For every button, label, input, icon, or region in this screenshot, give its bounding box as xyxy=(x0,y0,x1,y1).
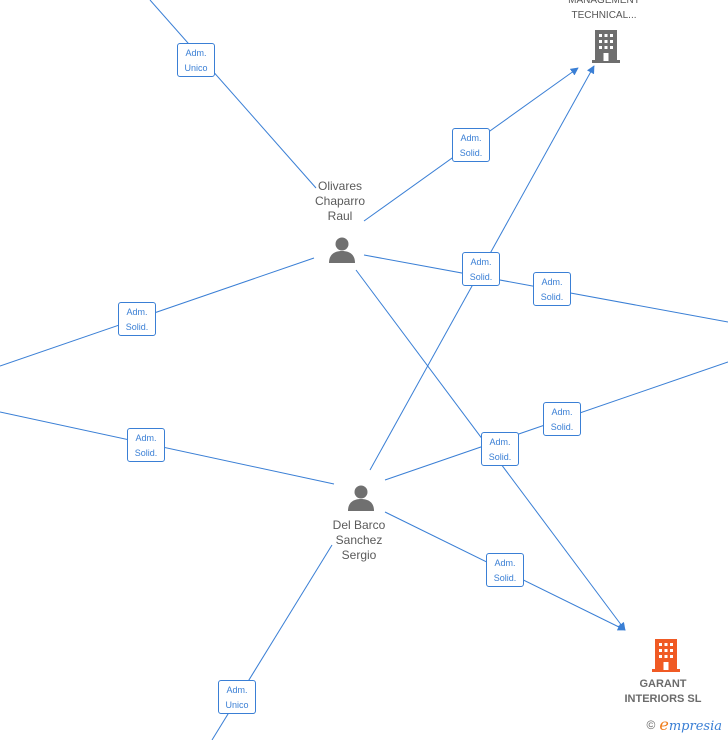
role-badge[interactable]: Adm.Solid. xyxy=(452,128,490,162)
company-label-garant[interactable]: GARANT INTERIORS SL xyxy=(624,678,702,705)
role-badge[interactable]: Adm.Solid. xyxy=(533,272,571,306)
role-badge[interactable]: Adm.Solid. xyxy=(481,432,519,466)
role-badge[interactable]: Adm.Unico xyxy=(218,680,256,714)
building-icon[interactable] xyxy=(650,637,682,673)
empresia-logo[interactable]: empresia xyxy=(659,715,722,734)
role-badge[interactable]: Adm.Solid. xyxy=(543,402,581,436)
company-label-management[interactable]: MANAGEMENT TECHNICAL... xyxy=(568,0,640,21)
copyright-icon: © xyxy=(646,717,656,732)
edge-left-delbarco xyxy=(0,411,335,485)
role-badge[interactable]: Adm.Unico xyxy=(177,43,215,77)
person-icon[interactable] xyxy=(327,234,357,264)
role-badge[interactable]: Adm.Solid. xyxy=(486,553,524,587)
role-badge[interactable]: Adm.Solid. xyxy=(118,302,156,336)
copyright-footer: © empresia xyxy=(647,715,722,734)
role-badge[interactable]: Adm.Solid. xyxy=(127,428,165,462)
edge-offscreen-olivares xyxy=(149,0,317,189)
building-icon[interactable] xyxy=(590,28,622,64)
role-badge[interactable]: Adm.Solid. xyxy=(462,252,500,286)
person-icon[interactable] xyxy=(346,482,376,512)
person-label-olivares[interactable]: Olivares Chaparro Raul xyxy=(314,179,366,223)
person-label-delbarco[interactable]: Del Barco Sanchez Sergio xyxy=(332,518,386,562)
edge-olivares-left xyxy=(0,257,315,367)
